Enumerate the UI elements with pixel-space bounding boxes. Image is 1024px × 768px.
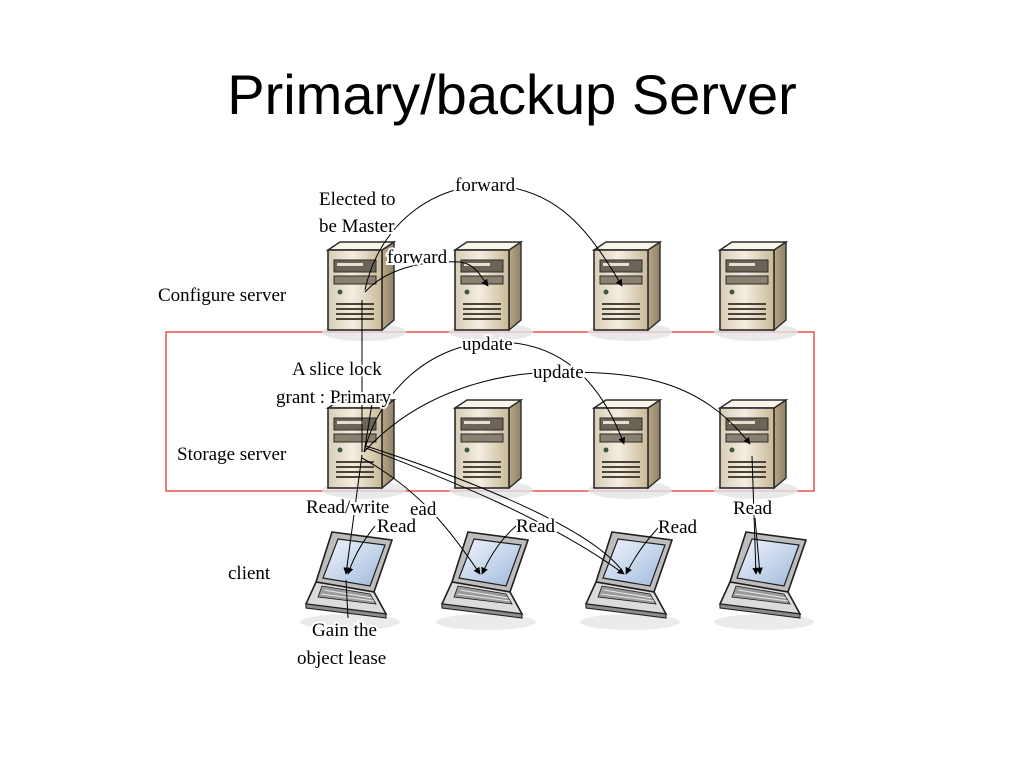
- lease-pointer: [345, 579, 349, 619]
- read-write-label: Read/write: [306, 497, 389, 518]
- elected-label-line1: Elected to: [319, 189, 396, 210]
- read-line-1: [361, 457, 481, 575]
- forward-label-top: forward: [455, 175, 516, 196]
- lease-label-line1: Gain the: [312, 620, 377, 641]
- client-laptop-3: [579, 531, 681, 631]
- row-label-client: client: [228, 563, 271, 584]
- update-label-2: update: [533, 362, 584, 383]
- read-label-4: Read: [733, 498, 773, 519]
- read-label-pointer-1: [346, 525, 376, 575]
- configure-server-2: [448, 241, 534, 342]
- update-arrow-2: [363, 371, 751, 453]
- update-label-1: update: [462, 334, 513, 355]
- row-label-configure: Configure server: [158, 285, 287, 306]
- read-line-2: [365, 447, 625, 575]
- storage-server-3: [587, 399, 673, 500]
- read-label-pointer-3: [625, 527, 659, 575]
- primary-to-lock-label-line: [363, 403, 373, 453]
- read-write-arrow: [343, 454, 363, 575]
- read-overlap-label: ead: [410, 499, 437, 520]
- storage-server-2: [448, 399, 534, 500]
- client-laptop-2: [435, 531, 537, 631]
- read-label-1: Read: [377, 516, 417, 537]
- configure-server-4: [713, 241, 799, 342]
- row-label-storage: Storage server: [177, 444, 287, 465]
- forward-arrow-top: [364, 184, 623, 291]
- update-arrow-1: [363, 341, 626, 453]
- read-line-4: [751, 455, 760, 575]
- elected-label-line2: be Master: [319, 216, 395, 237]
- client-laptop-4: [713, 531, 815, 631]
- storage-server-4: [713, 399, 799, 500]
- read-label-pointer-2: [481, 525, 517, 575]
- read-line-3: [365, 445, 621, 569]
- forward-label-mid: forward: [387, 247, 448, 268]
- lease-label-line2: object lease: [297, 648, 386, 669]
- slice-label-line2: grant : Primary: [276, 387, 392, 408]
- annotation-labels: Elected to be Master forward forward A s…: [274, 173, 775, 671]
- page-title: Primary/backup Server: [227, 63, 797, 126]
- read-label-2: Read: [516, 516, 556, 537]
- read-label-pointer-4: [754, 517, 763, 575]
- configure-server-3: [587, 241, 673, 342]
- forward-arrow-mid: [364, 261, 489, 293]
- slice-label-line1: A slice lock: [292, 359, 382, 380]
- read-label-3: Read: [658, 517, 698, 538]
